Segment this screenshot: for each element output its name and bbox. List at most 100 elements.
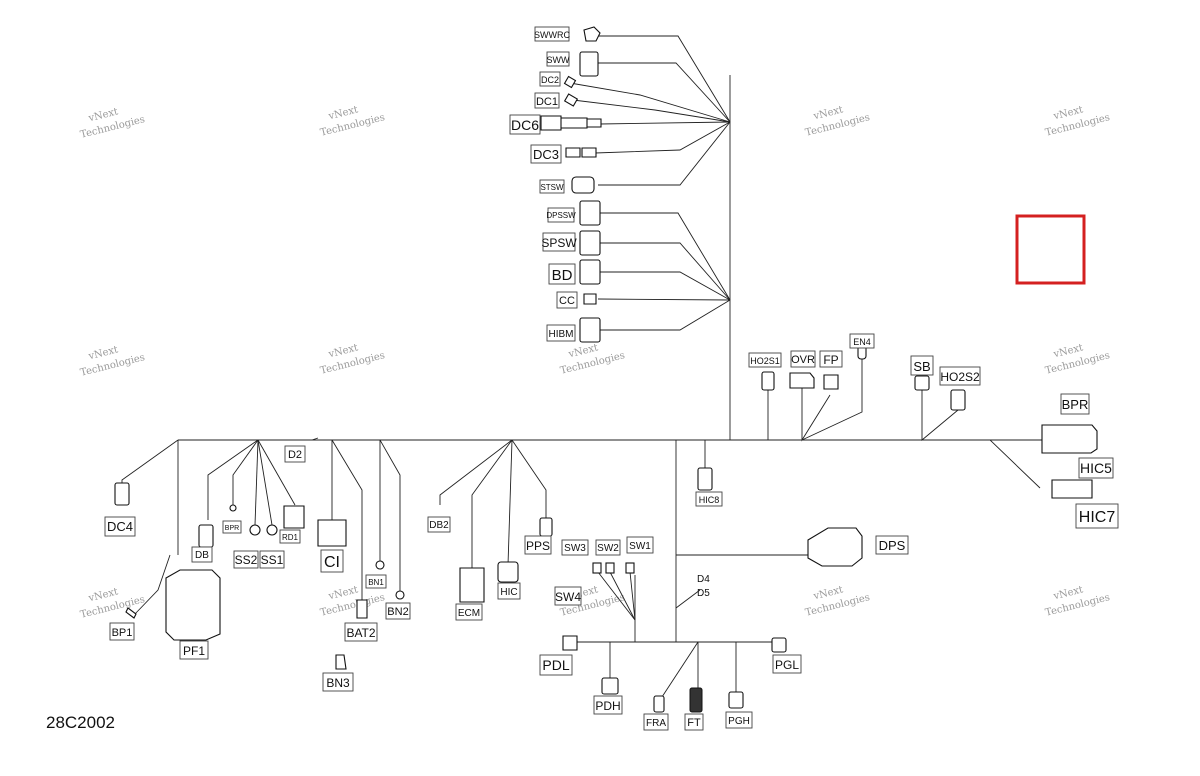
connector-hic: [497, 561, 519, 583]
connector-ho2s1: [761, 371, 775, 391]
label-bn2: BN2: [385, 602, 411, 620]
connector-pdh: [601, 677, 619, 695]
connector-dc6: [540, 115, 602, 131]
label-bn1: BN1: [365, 574, 387, 589]
connector-ovr: [789, 372, 815, 389]
connector-dc4: [114, 482, 130, 506]
label-text: SWW: [547, 55, 570, 65]
label-text: SW2: [597, 543, 619, 554]
label-fra: FRA: [643, 713, 669, 731]
label-text: BPR: [1062, 397, 1089, 412]
label-ss1: SS1: [259, 550, 285, 569]
label-pf1: PF1: [179, 640, 209, 660]
label-text: DC3: [533, 147, 559, 162]
label-sw2: SW2: [595, 539, 621, 556]
wires: [121, 35, 1045, 701]
connector-bn2: [395, 590, 405, 600]
label-dc4: DC4: [104, 516, 136, 537]
connector-sw3: [592, 562, 602, 574]
label-ss2: SS2: [233, 550, 259, 569]
label-hic5: HIC5: [1078, 457, 1114, 479]
connector-ss1: [266, 524, 278, 536]
connector-fp: [823, 374, 839, 390]
label-bpr-right: BPR: [1060, 393, 1090, 415]
connector-hic8: [697, 467, 713, 491]
label-rd1: RD1: [279, 529, 301, 544]
label-text: ECM: [458, 608, 480, 619]
label-bp1: BP1: [109, 622, 135, 641]
label-text: DC1: [536, 96, 558, 108]
label-text: BP1: [112, 627, 133, 639]
label-bpr-left: BPR: [222, 520, 242, 534]
label-fp: FP: [819, 350, 843, 368]
label-ho2s1: HO2S1: [748, 352, 782, 368]
connector-sb: [914, 375, 930, 391]
label-text: DB: [195, 550, 209, 561]
part-number: 28C2002: [46, 713, 116, 732]
connector-pgh: [728, 691, 744, 709]
label-text: CI: [324, 554, 340, 571]
connector-bpr-right: [1041, 424, 1098, 454]
label-hic: HIC: [497, 582, 521, 600]
label-text: PDL: [542, 657, 569, 673]
label-text: EN4: [853, 337, 871, 347]
label-sb: SB: [910, 355, 934, 376]
label-text: DC6: [511, 117, 539, 133]
label-sw1: SW1: [626, 536, 654, 554]
label-ci: CI: [320, 549, 344, 573]
label-text: BAT2: [346, 626, 375, 640]
connector-ss2: [249, 524, 261, 536]
connector-swwrc: [583, 26, 601, 42]
label-text: RD1: [282, 533, 299, 542]
connector-ecm: [459, 567, 485, 603]
connector-fra: [653, 695, 665, 713]
label-text: SW1: [629, 541, 651, 552]
label-text: SW4: [555, 590, 581, 604]
label-dpssw: DPSSW: [546, 207, 576, 223]
connector-dc2: [563, 75, 577, 89]
label-pdl: PDL: [539, 654, 573, 676]
connector-dc1: [563, 93, 579, 107]
label-text: HO2S2: [940, 370, 980, 384]
label-pps: PPS: [524, 535, 552, 555]
connector-pgl: [771, 637, 787, 653]
connector-hibm: [579, 317, 601, 343]
label-sww: SWW: [547, 51, 570, 67]
label-ho2s2: HO2S2: [939, 366, 981, 386]
label-text: FT: [687, 717, 701, 729]
label-dc2: DC2: [539, 71, 561, 87]
label-pgh: PGH: [725, 711, 753, 729]
label-text: CC: [559, 295, 575, 307]
label-pgl: PGL: [772, 654, 802, 674]
label-d2: D2: [284, 445, 306, 463]
label-text: BN3: [326, 676, 350, 690]
connector-dc3: [565, 147, 597, 158]
label-text: HIC: [500, 587, 517, 598]
label-text: BD: [552, 267, 573, 284]
label-hic7: HIC7: [1075, 503, 1119, 529]
label-text: SS1: [261, 553, 284, 567]
connector-pf1: [165, 569, 221, 641]
label-spsw: SPSW: [541, 232, 577, 252]
connector-sw2: [605, 562, 615, 574]
label-text: BN2: [387, 606, 408, 618]
label-text: HIBM: [549, 329, 574, 340]
label-stsw: STSW: [539, 179, 565, 194]
label-bd: BD: [548, 263, 576, 285]
label-ecm: ECM: [455, 603, 483, 621]
label-ovr: OVR: [790, 350, 816, 368]
label-hic8: HIC8: [695, 491, 723, 507]
label-text: HIC5: [1080, 460, 1112, 476]
connector-pps: [539, 517, 553, 537]
label-db: DB: [191, 546, 213, 563]
connector-pdl: [562, 635, 578, 651]
label-text: FP: [823, 353, 838, 367]
label-dc6: DC6: [509, 114, 541, 135]
label-dc1: DC1: [534, 92, 560, 109]
connector-bn3: [335, 654, 347, 670]
label-ft: FT: [684, 713, 704, 731]
label-text: SWWRC: [534, 30, 570, 40]
label-cc: CC: [556, 291, 578, 309]
label-text: HIC7: [1079, 509, 1116, 526]
label-text: PF1: [183, 644, 205, 658]
